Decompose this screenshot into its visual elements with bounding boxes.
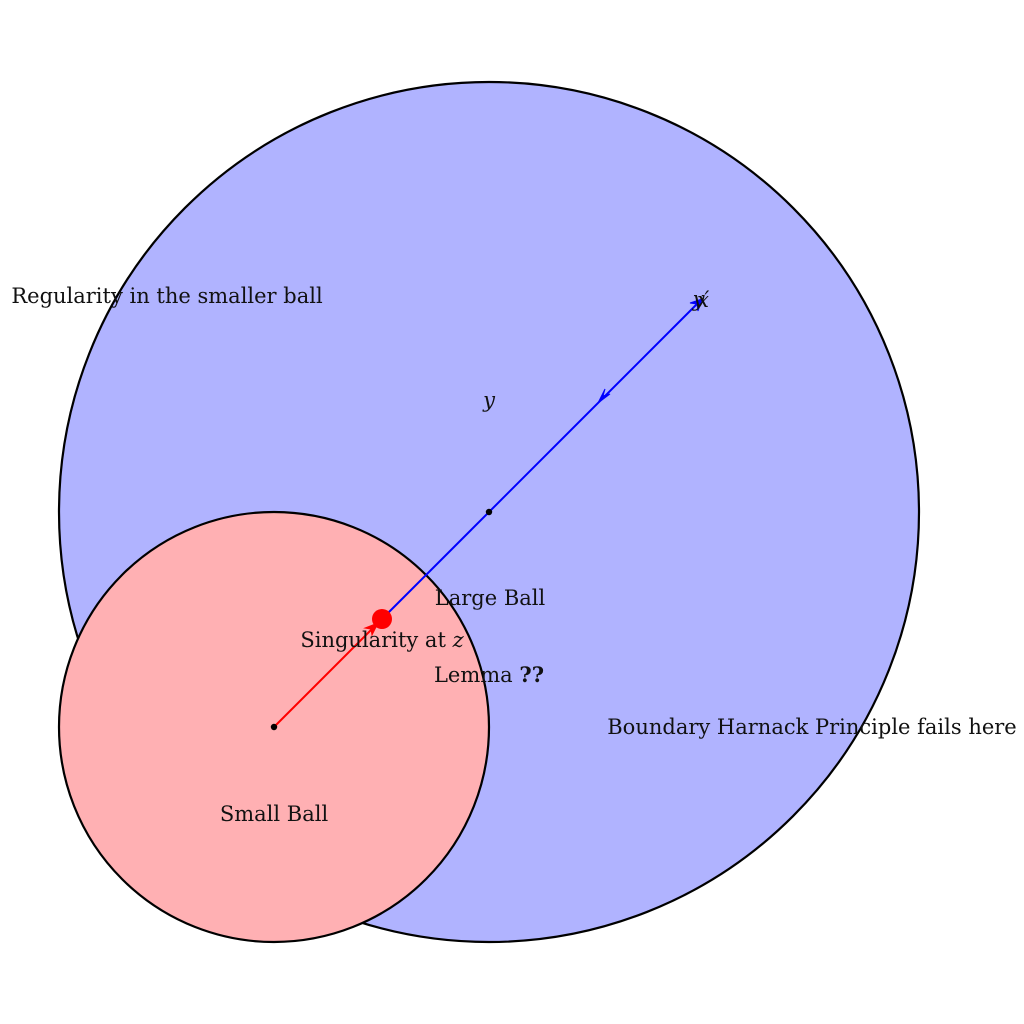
- singularity-label-text: Singularity at: [300, 628, 452, 652]
- point-y-label: y: [482, 388, 496, 412]
- lemma-label-text: Lemma: [434, 663, 519, 687]
- lemma-label: Lemma ??: [434, 662, 544, 687]
- regularity-label: Regularity in the smaller ball: [11, 284, 323, 308]
- lemma-label-ref: ??: [519, 662, 544, 687]
- blue-path-arrowhead: [597, 388, 611, 404]
- singularity-label-var: z: [452, 628, 465, 652]
- large-ball-center-dot: [485, 508, 493, 516]
- small-ball-label: Small Ball: [220, 802, 329, 826]
- singularity-label: Singularity at z: [300, 628, 464, 652]
- point-y-prime-label: y′: [692, 287, 710, 311]
- red-path-segment: [273, 624, 377, 728]
- blue-path-tip-arrowhead: [689, 298, 703, 312]
- boundary-harnack-label: Boundary Harnack Principle fails here: [607, 715, 1017, 739]
- point-x-label: x: [697, 288, 709, 312]
- small-ball-center-dot: [270, 723, 278, 731]
- blue-path-segment: [381, 298, 703, 620]
- singular-point-z: [372, 609, 392, 629]
- large-ball-label: Large Ball: [435, 586, 546, 610]
- red-path-arrowhead: [363, 622, 380, 637]
